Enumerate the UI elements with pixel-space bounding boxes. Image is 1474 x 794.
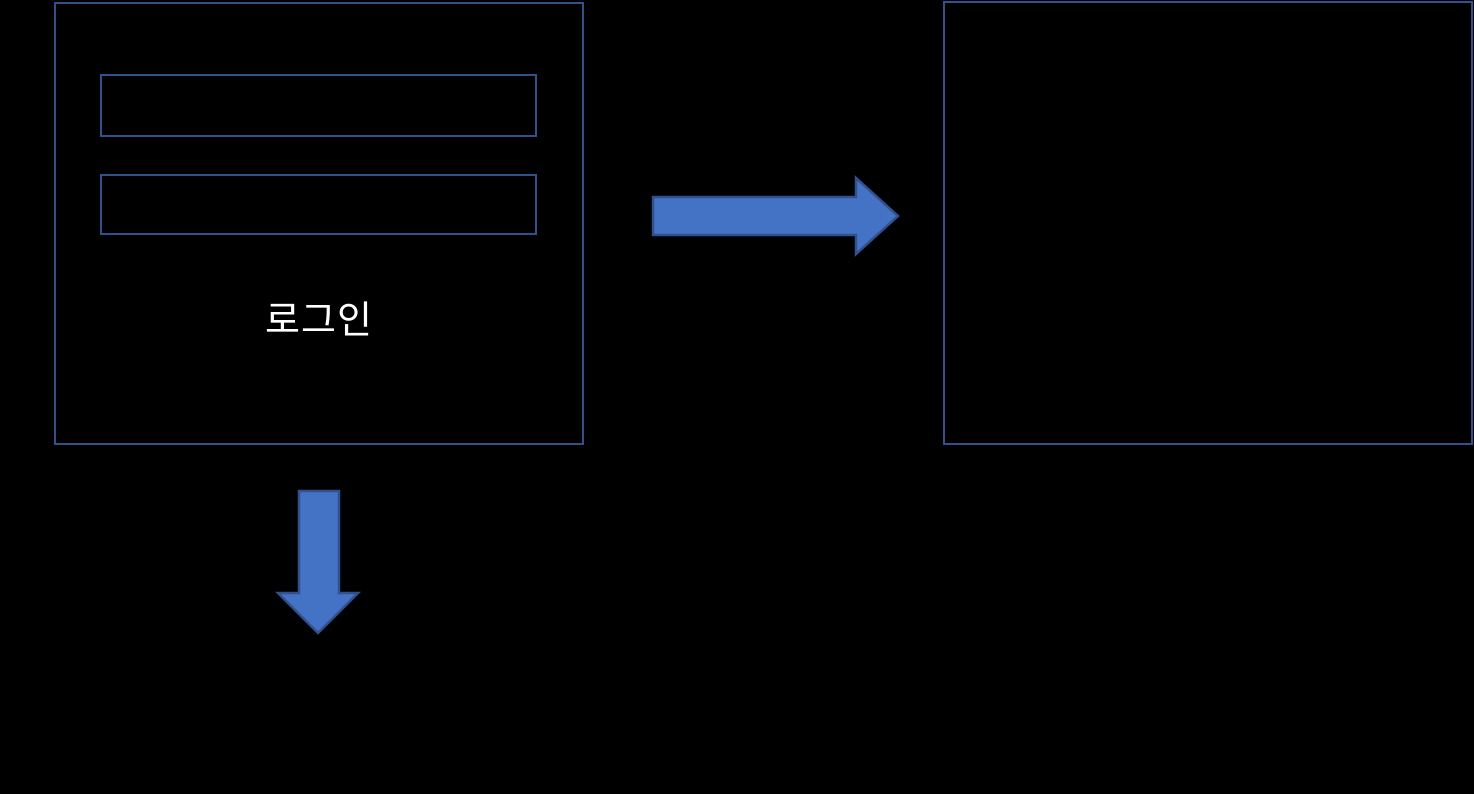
next-screen-frame — [943, 1, 1473, 445]
login-screen-frame — [54, 2, 584, 445]
right-arrow-icon — [651, 175, 900, 257]
down-arrow-icon — [274, 489, 362, 635]
login-label: 로그인 — [265, 300, 373, 342]
input-field-1 — [100, 74, 537, 137]
input-field-2 — [100, 174, 537, 235]
